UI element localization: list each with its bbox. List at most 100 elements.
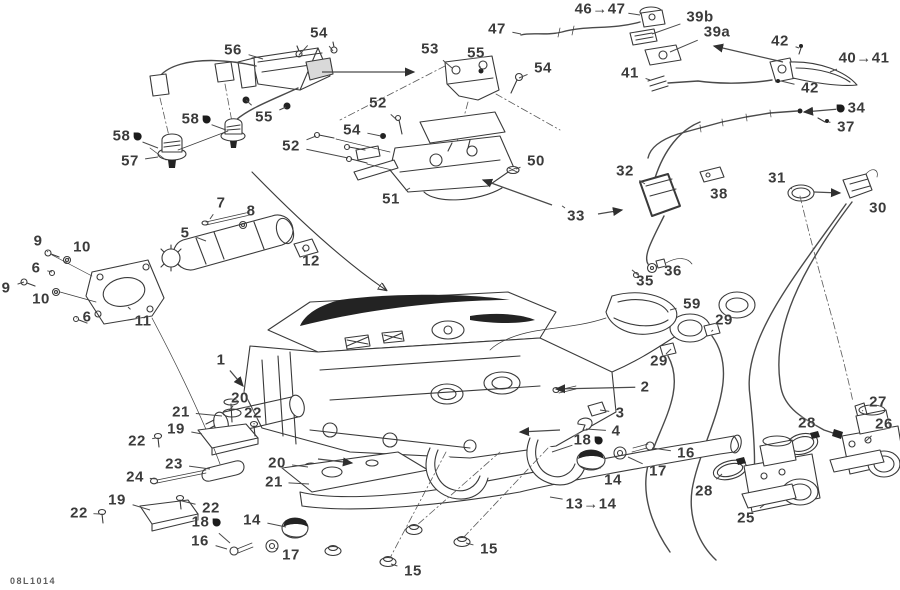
callout-number: 10 [32,290,50,308]
leader-line [651,447,671,452]
ignition-coil-assembly [149,41,338,168]
callout-number: 32 [616,162,634,180]
callout-41: 41 [621,65,639,82]
leader-line [599,409,610,412]
callout-number: 21 [172,403,190,421]
leader-line [479,65,482,71]
callout-3: 3 [616,405,625,422]
leader-line [515,166,521,170]
callout-number: 20 [231,389,249,407]
callout-number: 37 [837,118,855,136]
callout-26: 26 [875,416,893,433]
callout-number: 18 [191,513,210,531]
callout-number: 23 [165,455,183,473]
callout-number: 19 [167,420,185,438]
callout-59: 59 [683,296,701,313]
callout-58-left: 58 [113,128,142,145]
callout-13-14: 13→14 [566,496,617,513]
leader-line [298,45,309,56]
callout-number: 22 [128,432,146,450]
callout-2: 2 [641,379,650,396]
callout-number: 40→41 [838,49,890,67]
callout-number: 10 [73,238,91,256]
callout-number: 31 [768,169,786,187]
callout-33: 33 [567,208,585,225]
callout-number: 54 [310,24,328,42]
leader-line [861,409,864,412]
callout-53: 53 [421,41,439,58]
leader-line [669,39,698,53]
callout-number: 19 [108,491,126,509]
cable-boot-32 [632,121,725,279]
callout-37: 37 [837,119,855,136]
leader-line [367,132,382,137]
leader-line [46,250,49,253]
callout-number: 39b [686,8,714,26]
leader-line [189,465,211,470]
callout-number: 33 [567,207,585,225]
callout-5: 5 [181,225,190,242]
callout-47: 47 [488,21,506,38]
callout-number: 59 [683,295,701,313]
leader-line [195,412,223,417]
callout-number: 16 [191,532,209,550]
leader-line [790,187,793,190]
callout-number: 52 [282,137,300,155]
leader-line [267,522,287,528]
leader-line [191,431,203,435]
callout-number: 50 [527,152,545,170]
callout-number: 21 [265,473,283,491]
callout-24: 24 [126,469,144,486]
callout-19-lower: 19 [108,492,126,509]
callout-21-lower: 21 [265,474,283,491]
callout-number: 7 [216,194,226,212]
callout-number: 28 [798,414,816,432]
callout-52-upper: 52 [369,95,387,112]
support-frame [229,434,742,568]
leader-line [181,500,196,505]
air-inlet-59 [489,292,678,351]
leader-line [481,178,553,206]
callout-20-lower: 20 [268,455,286,472]
leader-line [17,281,25,285]
callout-number: 29 [650,352,668,370]
callout-number: 55 [255,108,273,126]
leader-line [716,473,723,480]
callout-number: 6 [82,308,92,326]
callout-number: 2 [640,378,650,396]
callout-29-lower: 29 [650,353,668,370]
callout-22-c: 22 [70,505,88,522]
callout-15-left: 15 [404,563,422,580]
callout-number: 22 [202,499,220,517]
leader-line [549,496,563,500]
callout-19-upper: 19 [167,421,185,438]
callout-number: 52 [369,94,387,112]
callout-9-upper: 9 [34,233,43,250]
leader-line [317,457,354,467]
callout-number: 6 [31,259,41,277]
callout-16-left: 16 [191,533,209,550]
leader-line [518,73,528,79]
leader-line [67,257,70,260]
callout-27: 27 [869,394,887,411]
callout-number: 12 [302,252,320,270]
callout-54-right: 54 [534,60,552,77]
leader-line [442,59,453,69]
callout-10-upper: 10 [73,239,91,256]
callout-number: 25 [737,509,755,527]
leader-line [47,270,53,273]
callout-22-a: 22 [244,405,262,422]
leader-line [275,547,278,550]
callout-number: 14 [604,471,622,489]
leader-line [598,466,601,469]
leader-line [802,106,837,116]
callout-54-top: 54 [310,25,328,42]
callout-number: 9 [1,279,11,297]
throttle-cable-34 [647,108,829,159]
callout-38: 38 [710,186,728,203]
leader-line [639,179,646,185]
callout-56: 56 [224,42,242,59]
callout-number: 35 [636,272,654,290]
starter-motor-assembly [20,211,319,465]
callout-9-lower: 9 [2,280,11,297]
